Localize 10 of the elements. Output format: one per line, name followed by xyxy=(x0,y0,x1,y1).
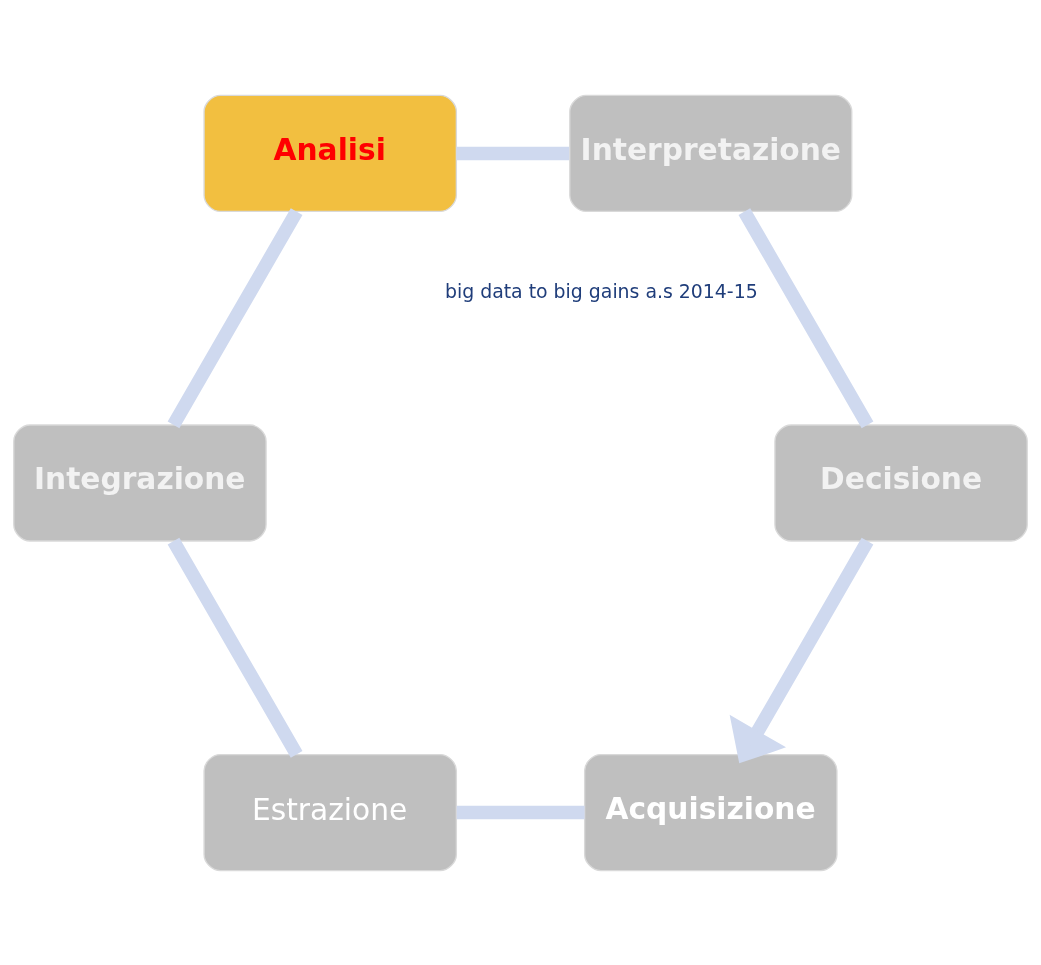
node-box: Analisi xyxy=(203,94,458,212)
label: big data to big gains a.s 2014-15 xyxy=(444,279,758,302)
connector xyxy=(738,207,874,428)
node-box: Acquisizione xyxy=(583,753,838,871)
connector xyxy=(456,805,585,819)
arrow xyxy=(729,537,874,763)
connector xyxy=(167,537,303,758)
connector xyxy=(456,146,570,160)
connector xyxy=(167,207,303,428)
node-box: Estrazione xyxy=(203,753,458,871)
